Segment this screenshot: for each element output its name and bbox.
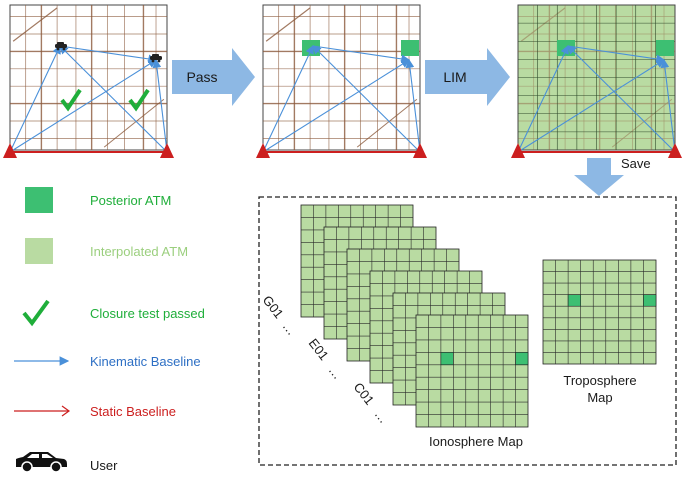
posterior-cell <box>557 40 575 56</box>
kinematic-baseline <box>9 45 61 153</box>
interpolated-swatch <box>25 238 53 264</box>
troposphere-label-line2: Map <box>587 390 612 405</box>
checkmark-icon <box>22 299 50 327</box>
lim-arrow: LIM <box>425 48 510 106</box>
posterior-cell <box>656 40 674 56</box>
layer-dots-2: … <box>326 363 346 382</box>
output-box <box>258 196 677 466</box>
pass-label: Pass <box>186 69 217 85</box>
kinematic-baseline <box>517 45 569 153</box>
layer-g01-label: G01 <box>260 293 287 322</box>
kinematic-baseline <box>567 45 666 64</box>
station-right-icon <box>413 143 427 158</box>
road-line <box>12 7 58 42</box>
grid-map <box>415 314 529 428</box>
layer-dots-3: … <box>372 407 392 426</box>
legend-static-label: Static Baseline <box>90 404 176 419</box>
checkmark-icon <box>60 88 82 112</box>
kinematic-baselines <box>9 45 168 153</box>
kinematic-baseline <box>152 58 168 153</box>
troposphere-label-line1: Troposphere <box>563 373 636 388</box>
kinematic-baselines <box>262 45 421 153</box>
legend-posterior-label: Posterior ATM <box>90 193 171 208</box>
road-line <box>103 98 165 148</box>
layer-e01-label: E01 <box>306 336 332 363</box>
posterior-cell <box>567 294 581 307</box>
posterior-swatch <box>25 187 53 213</box>
road-line <box>520 7 566 42</box>
station-right-icon <box>160 143 174 158</box>
posterior-cell <box>643 294 657 307</box>
kinematic-baseline <box>517 59 665 153</box>
pass-arrow: Pass <box>172 48 255 106</box>
layer-dots-1: … <box>280 319 300 338</box>
kinematic-baseline <box>9 59 157 153</box>
layer-c01-label: C01 <box>351 380 378 408</box>
kinematic-baseline <box>312 45 411 64</box>
grid-map <box>542 259 657 365</box>
panel-interpolated-map <box>511 4 682 158</box>
ionosphere-layer <box>415 314 529 428</box>
road-line <box>611 98 673 148</box>
save-label: Save <box>621 156 651 171</box>
road-line <box>356 98 418 148</box>
posterior-cell <box>515 352 529 366</box>
station-left-icon <box>3 143 17 158</box>
ionosphere-stack <box>300 204 529 428</box>
kinematic-baseline <box>59 45 158 64</box>
legend: Posterior ATM Interpolated ATM Closure t… <box>14 187 205 473</box>
legend-kinematic-label: Kinematic Baseline <box>90 354 201 369</box>
posterior-cell <box>440 352 454 366</box>
checkmark-icon <box>128 88 150 112</box>
troposphere-grid <box>542 259 657 365</box>
kinematic-baselines <box>517 45 676 153</box>
lim-label: LIM <box>443 69 466 85</box>
kinematic-baseline <box>262 45 314 153</box>
car-icon <box>150 54 162 63</box>
car-icon <box>16 452 67 473</box>
kinematic-baseline <box>59 45 168 153</box>
panel-road-map <box>3 4 174 158</box>
kinematic-baseline <box>262 59 410 153</box>
posterior-cell <box>401 40 419 56</box>
station-left-icon <box>511 143 525 158</box>
legend-user-label: User <box>90 458 118 473</box>
car-icon <box>55 42 67 51</box>
kinematic-baseline <box>660 58 676 153</box>
kinematic-baseline <box>405 58 421 153</box>
legend-interpolated-label: Interpolated ATM <box>90 244 188 259</box>
station-right-icon <box>668 143 682 158</box>
panel-posterior-map <box>256 4 427 158</box>
ionosphere-map-label: Ionosphere Map <box>429 434 523 449</box>
road-network <box>10 5 167 150</box>
kinematic-baseline <box>567 45 676 153</box>
save-arrow: Save <box>574 156 651 196</box>
station-left-icon <box>256 143 270 158</box>
road-line <box>265 7 311 42</box>
posterior-cell <box>302 40 320 56</box>
legend-closure-label: Closure test passed <box>90 306 205 321</box>
kinematic-baseline <box>312 45 421 153</box>
